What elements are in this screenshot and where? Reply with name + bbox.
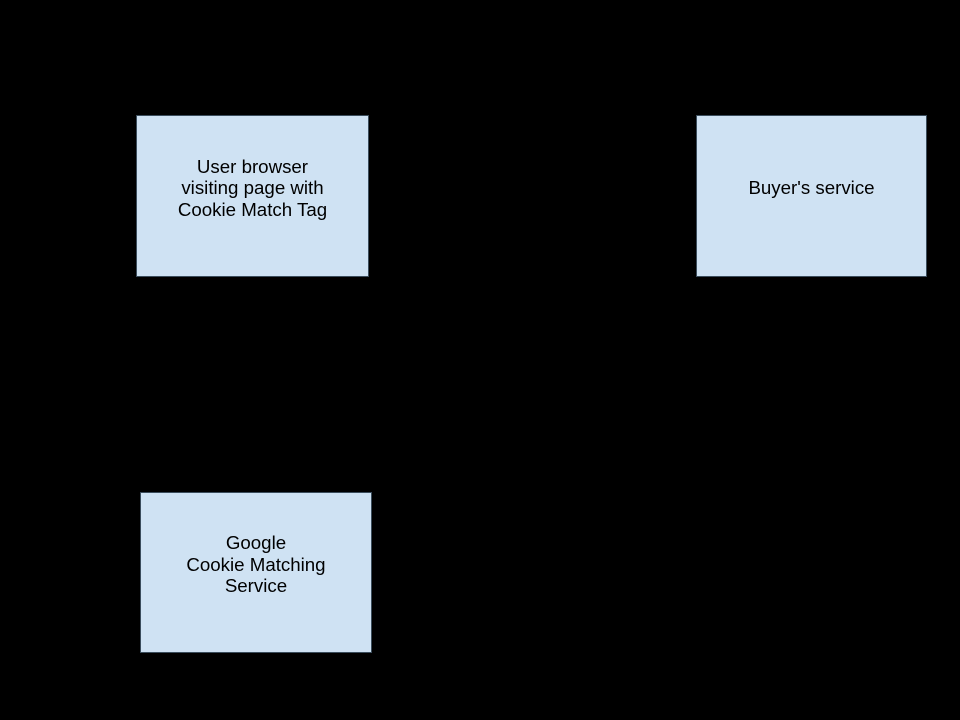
node-google-cookie-matching-service-label: Google Cookie Matching Service xyxy=(186,532,326,597)
node-google-cookie-matching-service: Google Cookie Matching Service xyxy=(140,492,372,653)
node-user-browser: User browser visiting page with Cookie M… xyxy=(136,115,369,277)
node-buyers-service-label: Buyer's service xyxy=(748,177,875,199)
node-buyers-service: Buyer's service xyxy=(696,115,927,277)
node-user-browser-label: User browser visiting page with Cookie M… xyxy=(177,155,328,220)
